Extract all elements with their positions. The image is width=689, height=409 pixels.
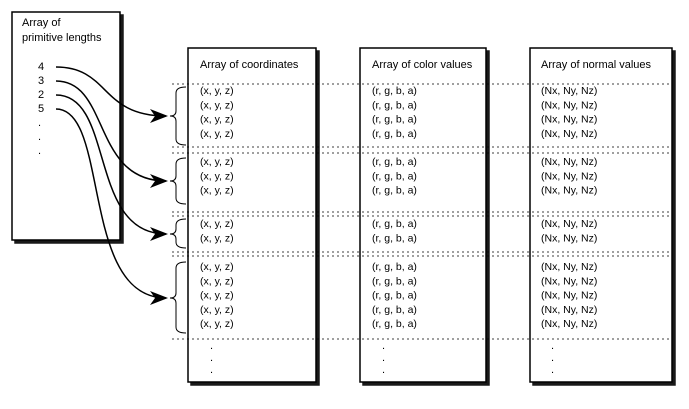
normal-values-column-title: Array of normal values	[541, 59, 652, 71]
column-ellipsis: .	[382, 352, 385, 364]
length-ellipsis-dot: .	[38, 131, 41, 143]
column-cell: (Nx, Ny, Nz)	[541, 128, 597, 140]
column-cell: (x, y, z)	[200, 156, 234, 168]
column-cell: (r, g, b, a)	[372, 261, 417, 273]
color-values-column-title: Array of color values	[372, 59, 473, 71]
column-cell: (Nx, Ny, Nz)	[541, 232, 597, 244]
column-cell: (Nx, Ny, Nz)	[541, 156, 597, 168]
length-value-1: 4	[38, 61, 44, 73]
length-arrow	[55, 80, 168, 188]
column-cell: (Nx, Ny, Nz)	[541, 99, 597, 111]
column-cell: (r, g, b, a)	[372, 85, 417, 97]
column-cell: (Nx, Ny, Nz)	[541, 275, 597, 287]
column-cell: (x, y, z)	[200, 290, 234, 302]
column-cell: (Nx, Ny, Nz)	[541, 185, 597, 197]
length-ellipsis-dot: .	[38, 145, 41, 157]
column-cell: (Nx, Ny, Nz)	[541, 114, 597, 126]
column-ellipsis: .	[382, 364, 385, 376]
column-cell: (Nx, Ny, Nz)	[541, 170, 597, 182]
normal-values-column-box	[529, 47, 673, 383]
lengths-title-line-1: Array of	[22, 17, 61, 29]
column-cell: (r, g, b, a)	[372, 99, 417, 111]
column-cell: (x, y, z)	[200, 318, 234, 330]
column-cell: (r, g, b, a)	[372, 232, 417, 244]
group-brace	[169, 86, 187, 146]
column-cell: (r, g, b, a)	[372, 114, 417, 126]
length-value-3: 2	[38, 89, 44, 101]
column-cell: (x, y, z)	[200, 99, 234, 111]
column-cell: (x, y, z)	[200, 232, 234, 244]
column-cell: (Nx, Ny, Nz)	[541, 218, 597, 230]
column-cell: (Nx, Ny, Nz)	[541, 318, 597, 330]
length-value-4: 5	[38, 103, 44, 115]
column-cell: (x, y, z)	[200, 85, 234, 97]
column-cell: (x, y, z)	[200, 304, 234, 316]
length-ellipsis-dot: .	[38, 117, 41, 129]
column-cell: (r, g, b, a)	[372, 275, 417, 287]
column-cell: (r, g, b, a)	[372, 185, 417, 197]
column-cell: (x, y, z)	[200, 275, 234, 287]
column-cell: (Nx, Ny, Nz)	[541, 290, 597, 302]
column-cell: (r, g, b, a)	[372, 170, 417, 182]
column-ellipsis: .	[210, 340, 213, 352]
coordinates-column-title: Array of coordinates	[200, 59, 299, 71]
column-cell: (r, g, b, a)	[372, 218, 417, 230]
column-ellipsis: .	[210, 364, 213, 376]
column-cell: (x, y, z)	[200, 128, 234, 140]
column-cell: (r, g, b, a)	[372, 156, 417, 168]
column-cell: (x, y, z)	[200, 185, 234, 197]
column-cell: (r, g, b, a)	[372, 128, 417, 140]
column-cell: (x, y, z)	[200, 114, 234, 126]
group-brace	[169, 157, 187, 205]
group-brace	[169, 218, 187, 249]
group-braces	[169, 86, 187, 334]
column-cell: (x, y, z)	[200, 170, 234, 182]
coordinates-column-box	[187, 47, 317, 383]
length-value-2: 3	[38, 75, 44, 87]
column-cell: (r, g, b, a)	[372, 304, 417, 316]
color-values-column-box	[359, 47, 487, 383]
column-cell: (r, g, b, a)	[372, 290, 417, 302]
column-cell: (Nx, Ny, Nz)	[541, 261, 597, 273]
column-cell: (x, y, z)	[200, 261, 234, 273]
length-arrow	[55, 66, 168, 123]
column-cell: (Nx, Ny, Nz)	[541, 304, 597, 316]
column-ellipsis: .	[551, 352, 554, 364]
column-ellipsis: .	[210, 352, 213, 364]
column-cell: (x, y, z)	[200, 218, 234, 230]
column-ellipsis: .	[382, 340, 385, 352]
column-ellipsis: .	[551, 340, 554, 352]
lengths-ellipsis: ...	[38, 117, 41, 157]
group-brace	[169, 261, 187, 334]
column-cells: (x, y, z) (x, y, z) (x, y, z) (x, y, z) (x, …	[200, 85, 597, 376]
column-cell: (Nx, Ny, Nz)	[541, 85, 597, 97]
length-arrow	[55, 94, 168, 241]
column-cell: (r, g, b, a)	[372, 318, 417, 330]
lengths-title-line-2: primitive lengths	[22, 32, 102, 44]
group-separator-lines	[172, 83, 672, 340]
lengths-box	[11, 11, 121, 241]
column-ellipsis: .	[551, 364, 554, 376]
length-arrow	[55, 108, 168, 305]
length-to-group-arrows	[55, 66, 168, 305]
